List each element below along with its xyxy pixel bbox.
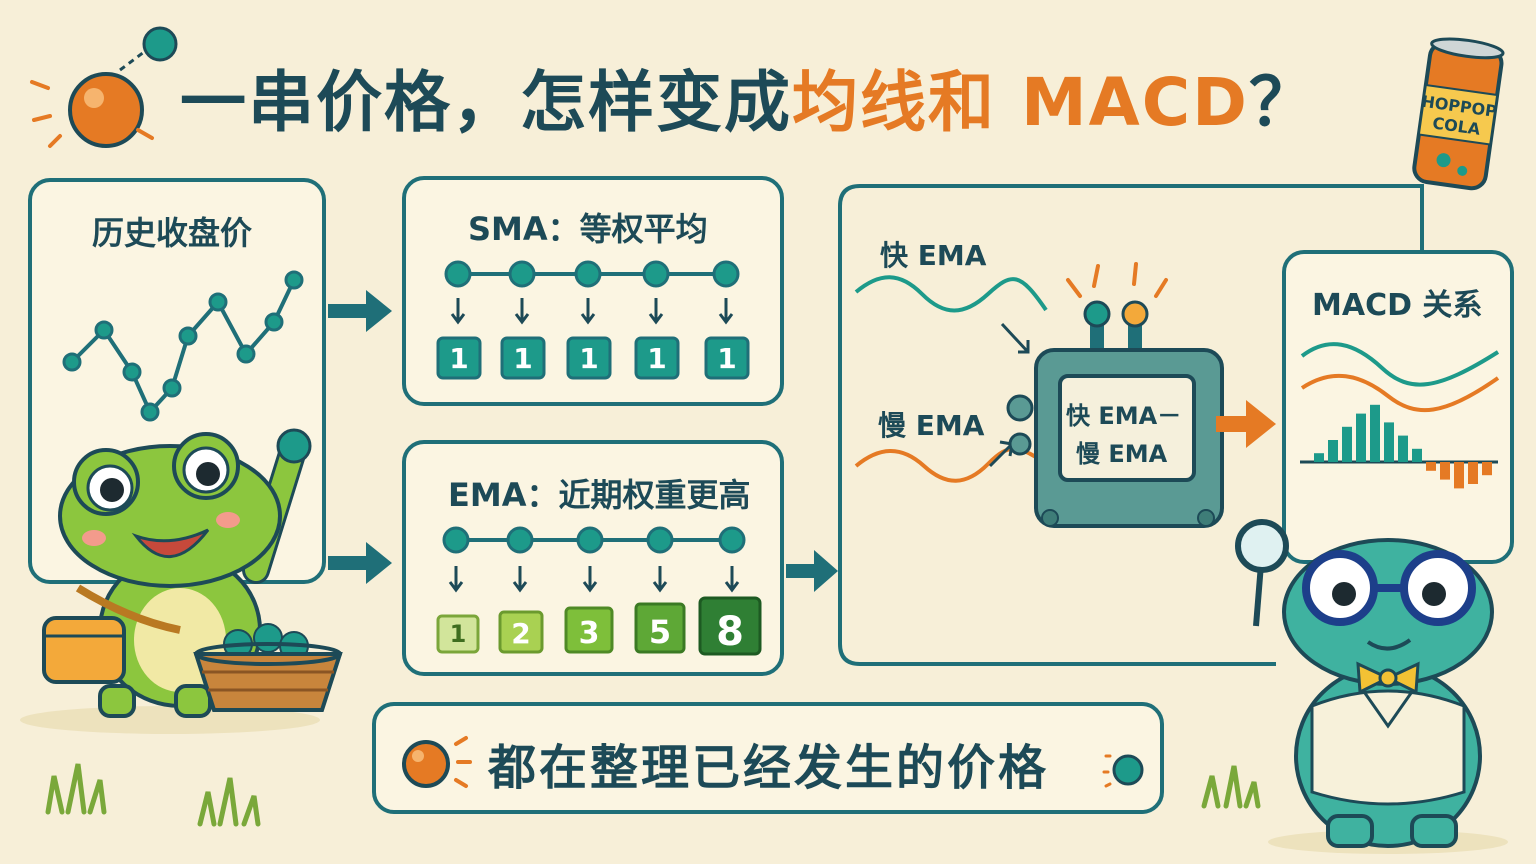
fast-ema-wave (854, 275, 1048, 313)
page-title: 一串价格，怎样变成均线和 MACD？ (180, 52, 1317, 142)
ema-weight: 1 (450, 620, 467, 648)
ema-point (506, 526, 534, 554)
histogram-bar (1328, 440, 1338, 462)
histogram-bar (1398, 435, 1408, 462)
sma-weight: 1 (717, 342, 736, 375)
price-point (62, 352, 82, 372)
sma-weight: 1 (579, 342, 598, 375)
sma-weight: 1 (647, 342, 666, 375)
price-point (284, 270, 304, 290)
histogram-bar (1454, 462, 1464, 489)
orange-ball-icon (30, 26, 178, 148)
sma-point (712, 260, 740, 288)
soda-can-icon: HOPPOP COLA (1412, 37, 1505, 191)
ema-point (718, 526, 746, 554)
sma-point (642, 260, 670, 288)
basket-icon (193, 623, 343, 712)
title-main: 一串价格，怎样变成 (180, 64, 792, 141)
histogram-bar (1314, 453, 1324, 462)
price-point (162, 378, 182, 398)
sma-weight-box (704, 336, 750, 380)
sma-point (444, 260, 472, 288)
histogram-bar (1370, 404, 1380, 462)
orange-ball-small-icon (402, 736, 472, 788)
ema-weight-box (698, 596, 762, 656)
footer-banner (372, 702, 1164, 814)
arrow-to-macd-icon (1216, 400, 1276, 448)
ema-point (576, 526, 604, 554)
ema-weights-diagram: 1 2 3 5 8 (436, 526, 762, 656)
histogram-bar (1412, 448, 1422, 462)
machine-panel-frame (838, 184, 1424, 666)
footer-text: 都在整理已经发生的价格 (488, 740, 1050, 796)
histogram-bar (1482, 462, 1492, 476)
fast-line (1300, 342, 1500, 387)
grass-icon (197, 777, 261, 827)
ema-weight-box (436, 614, 480, 654)
histogram-bar (1468, 462, 1478, 484)
ema-weight-box (634, 602, 686, 654)
sma-weight-box (500, 336, 546, 380)
histogram-bar (1440, 462, 1450, 480)
sma-point (574, 260, 602, 288)
arrow-to-ema-icon (328, 542, 392, 584)
machine-screen-line1: 快 EMA－ (1066, 402, 1181, 430)
macd-panel: MACD 关系 (1282, 250, 1514, 564)
histogram-bar (1342, 426, 1352, 462)
sma-panel: SMA：等权平均 1 1 1 1 1 (402, 176, 784, 406)
slow-ema-label: 慢 EMA (878, 409, 985, 442)
sma-point (508, 260, 536, 288)
grass-icon (1201, 765, 1261, 809)
histogram-bar (1356, 413, 1366, 462)
sma-weight-box (634, 336, 680, 380)
teal-ball-small-icon (1102, 754, 1144, 788)
ema-point (646, 526, 674, 554)
ema-weight: 3 (579, 616, 600, 651)
ema-weight: 5 (649, 613, 671, 651)
machine-screen-line2: 慢 EMA (1076, 440, 1168, 468)
ema-weight-box (564, 606, 614, 654)
price-point (208, 292, 228, 312)
sma-weight: 1 (513, 342, 532, 375)
price-point (178, 326, 198, 346)
ema-point (442, 526, 470, 554)
title-end: ？ (1248, 64, 1317, 141)
ema-weight: 2 (511, 617, 530, 650)
macd-heading: MACD 关系 (1312, 288, 1483, 323)
subtraction-machine-icon: 快 EMA－ 慢 EMA (1006, 262, 1224, 528)
sma-heading: SMA：等权平均 (468, 210, 708, 248)
ema-weight-box (498, 610, 544, 654)
histogram-bar (1426, 462, 1436, 471)
price-point (236, 344, 256, 364)
macd-chart (1300, 342, 1500, 489)
fast-ema-label: 快 EMA (880, 239, 987, 272)
histogram-bar (1384, 422, 1394, 462)
arrow-to-machine-icon (786, 550, 838, 592)
ema-weight: 8 (716, 609, 744, 655)
ema-panel: EMA：近期权重更高 1 2 3 5 8 (402, 440, 784, 676)
slow-line (1300, 373, 1500, 413)
history-heading: 历史收盘价 (92, 214, 253, 252)
teal-frog-mascot (1235, 519, 1508, 854)
sma-weight-box (436, 336, 482, 380)
title-accent: 均线和 MACD (792, 64, 1249, 141)
sma-weight: 1 (449, 342, 468, 375)
arrow-to-sma-icon (328, 290, 392, 332)
sma-weights-diagram: 1 1 1 1 1 (436, 260, 750, 380)
price-line-chart (62, 270, 304, 422)
price-point (264, 312, 284, 332)
ema-heading: EMA：近期权重更高 (448, 476, 751, 514)
price-point (94, 320, 114, 340)
price-point (122, 362, 142, 382)
price-point (140, 402, 160, 422)
sma-weight-box (566, 336, 612, 380)
grass-icon (45, 763, 107, 815)
